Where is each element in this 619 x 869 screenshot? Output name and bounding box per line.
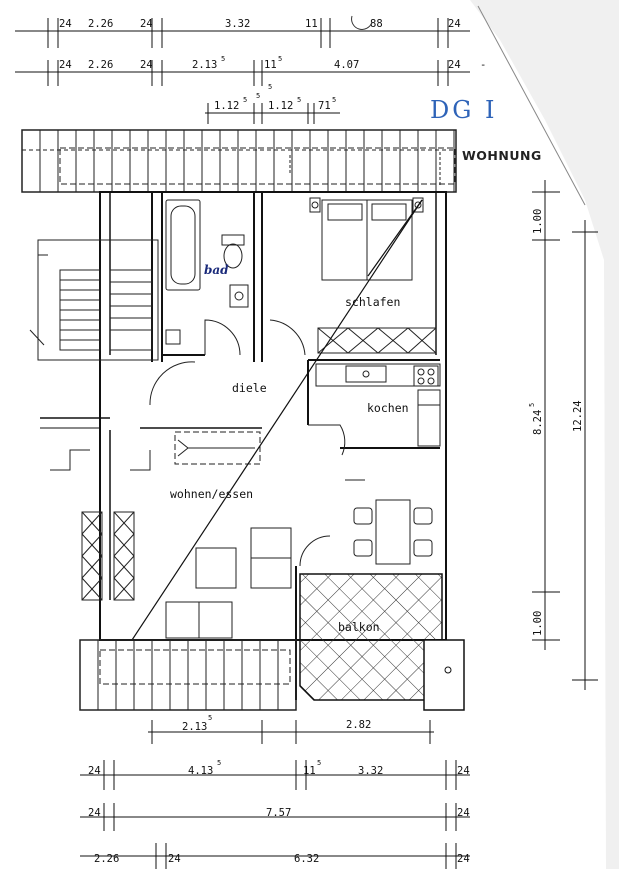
top-dim-r3-c: 1.12 [268,100,293,112]
bottom-facade-band [79,639,297,711]
room-label-kochen: kochen [367,401,409,415]
top-dim-r2-c: 24 [140,59,153,71]
bottom-dimension-row-1 [148,720,434,744]
top-dim-r3-d-sup: 5 [332,96,336,104]
bottom-dim-r2-c: 11 [303,765,316,777]
top-dim-r1-d: 3.32 [225,18,250,30]
top-dim-r1-b: 2.26 [88,18,113,30]
bottom-dim-r2-d: 3.32 [358,765,383,777]
bottom-dim-r1-a-sup: 5 [208,714,212,722]
room-label-balkon: balkon [338,620,380,634]
bottom-dim-r4-b: 24 [168,853,181,865]
bottom-dim-r4-d: 24 [457,853,470,865]
top-dim-r2-f: 4.07 [334,59,359,71]
top-dim-r2-e: 11 [264,59,277,71]
paper-edge-line [477,5,586,206]
top-dim-r1-f: 88 [370,18,383,30]
balcony [299,573,465,711]
right-dim-mid: 8.24 [532,410,544,435]
right-dim-top: 1.00 [532,209,544,234]
plan-title: WOHNUNG [462,148,542,163]
left-windows [50,449,151,601]
top-dim-r2-b: 2.26 [88,59,113,71]
top-dimension-row-1 [15,18,470,48]
bottom-dim-r2-b: 4.13 [188,765,213,777]
top-dim-r2-a: 24 [59,59,72,71]
bottom-dim-r1-b: 2.82 [346,719,371,731]
stairwell [29,239,159,361]
top-dim-r2-e-sup-below: 5 [268,83,272,91]
room-label-wohnen-essen: wohnen/essen [170,487,253,501]
top-dimension-row-3 [205,103,340,124]
handwritten-floor-label: DG I [430,96,498,124]
top-dimension-row-2 [15,60,470,86]
bottom-dimension-row-2 [80,760,470,790]
right-dim-total: 12.24 [572,400,584,432]
top-dim-r2-e-sup: 5 [278,55,282,63]
bedroom-furniture [309,197,437,354]
top-dim-r3-a-sup: 5 [243,96,247,104]
top-dim-r2-d-sup: 5 [221,55,225,63]
bottom-dim-r3-a: 24 [88,807,101,819]
bottom-dimension-row-4 [80,843,470,869]
bottom-dim-r2-e: 24 [457,765,470,777]
top-dim-r3-b-sup: 5 [256,92,260,100]
bottom-dim-r2-a: 24 [88,765,101,777]
paper-edge-shadow [470,0,619,869]
bottom-dim-r3-c: 24 [457,807,470,819]
bath-fixtures [165,199,249,345]
door-swings [149,319,346,567]
right-dim-bottom: 1.00 [532,611,544,636]
room-label-diele: diele [232,381,267,395]
top-dim-r1-c: 24 [140,18,153,30]
bottom-dim-r4-a: 2.26 [94,853,119,865]
top-dim-r3-c-sup: 5 [297,96,301,104]
top-facade-band [21,129,457,193]
right-dim-mid-sup: 5 [528,403,536,407]
kitchen-fixtures [315,363,441,447]
stair-arrow [174,431,261,465]
top-dim-r2-d: 2.13 [192,59,217,71]
top-dim-r1-a: 24 [59,18,72,30]
top-dim-r1-e: 11 [305,18,318,30]
top-dim-r1-g: 24 [448,18,461,30]
diagonal-lines [131,199,423,641]
room-label-schlafen: schlafen [345,295,400,309]
bottom-dim-r3-b: 7.57 [266,807,291,819]
circle-mark [351,15,373,30]
top-dim-r2-g: 24 [448,59,461,71]
bottom-dim-r2-b-sup: 5 [217,759,221,767]
top-dim-r3-a: 1.12 [214,100,239,112]
living-dining-furniture [165,479,433,639]
bottom-dimension-row-3 [80,803,470,831]
bottom-dim-r4-c: 6.32 [294,853,319,865]
right-dimension-lines [532,180,598,690]
top-dim-r3-d: 71 [318,100,331,112]
bottom-dim-r2-c-sup: 5 [317,759,321,767]
room-label-bad: bad [204,263,229,277]
top-dim-r2-h: - [480,59,486,71]
bottom-dim-r1-a: 2.13 [182,721,207,733]
